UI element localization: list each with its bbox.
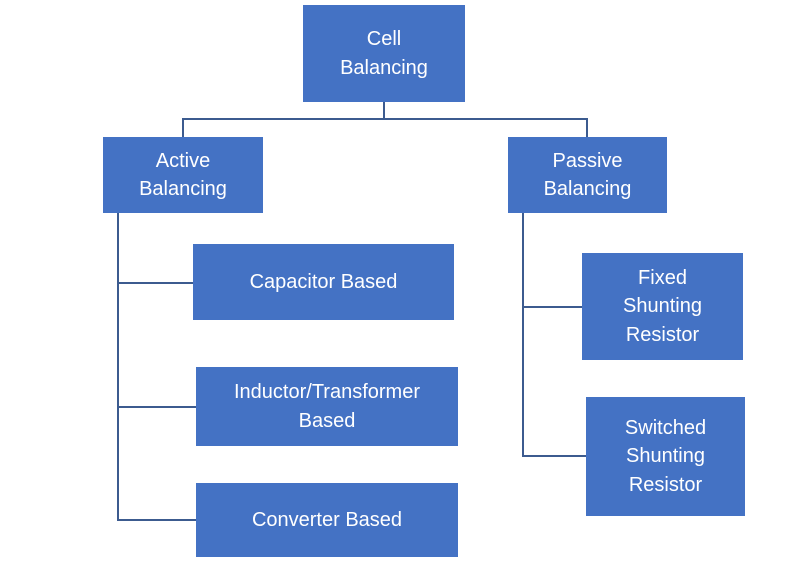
connector-branch-inductor [117, 406, 196, 408]
node-inductor-transformer-based: Inductor/Transformer Based [196, 367, 458, 446]
connector-drop-to-passive [586, 118, 588, 137]
connector-branch-switched-shunting [522, 455, 586, 457]
node-active-balancing: Active Balancing [103, 137, 263, 213]
connector-passive-rail [522, 213, 524, 457]
connector-active-rail [117, 213, 119, 521]
node-fixed-shunting-resistor: Fixed Shunting Resistor [582, 253, 743, 360]
node-converter-based: Converter Based [196, 483, 458, 557]
connector-branch-capacitor [117, 282, 193, 284]
node-switched-shunting-resistor: Switched Shunting Resistor [586, 397, 745, 516]
node-capacitor-based: Capacitor Based [193, 244, 454, 320]
connector-top-horizontal [182, 118, 588, 120]
node-cell-balancing: Cell Balancing [303, 5, 465, 102]
node-passive-balancing: Passive Balancing [508, 137, 667, 213]
connector-cell-to-split [383, 102, 385, 119]
connector-branch-converter [117, 519, 196, 521]
connector-branch-fixed-shunting [522, 306, 582, 308]
connector-drop-to-active [182, 118, 184, 137]
